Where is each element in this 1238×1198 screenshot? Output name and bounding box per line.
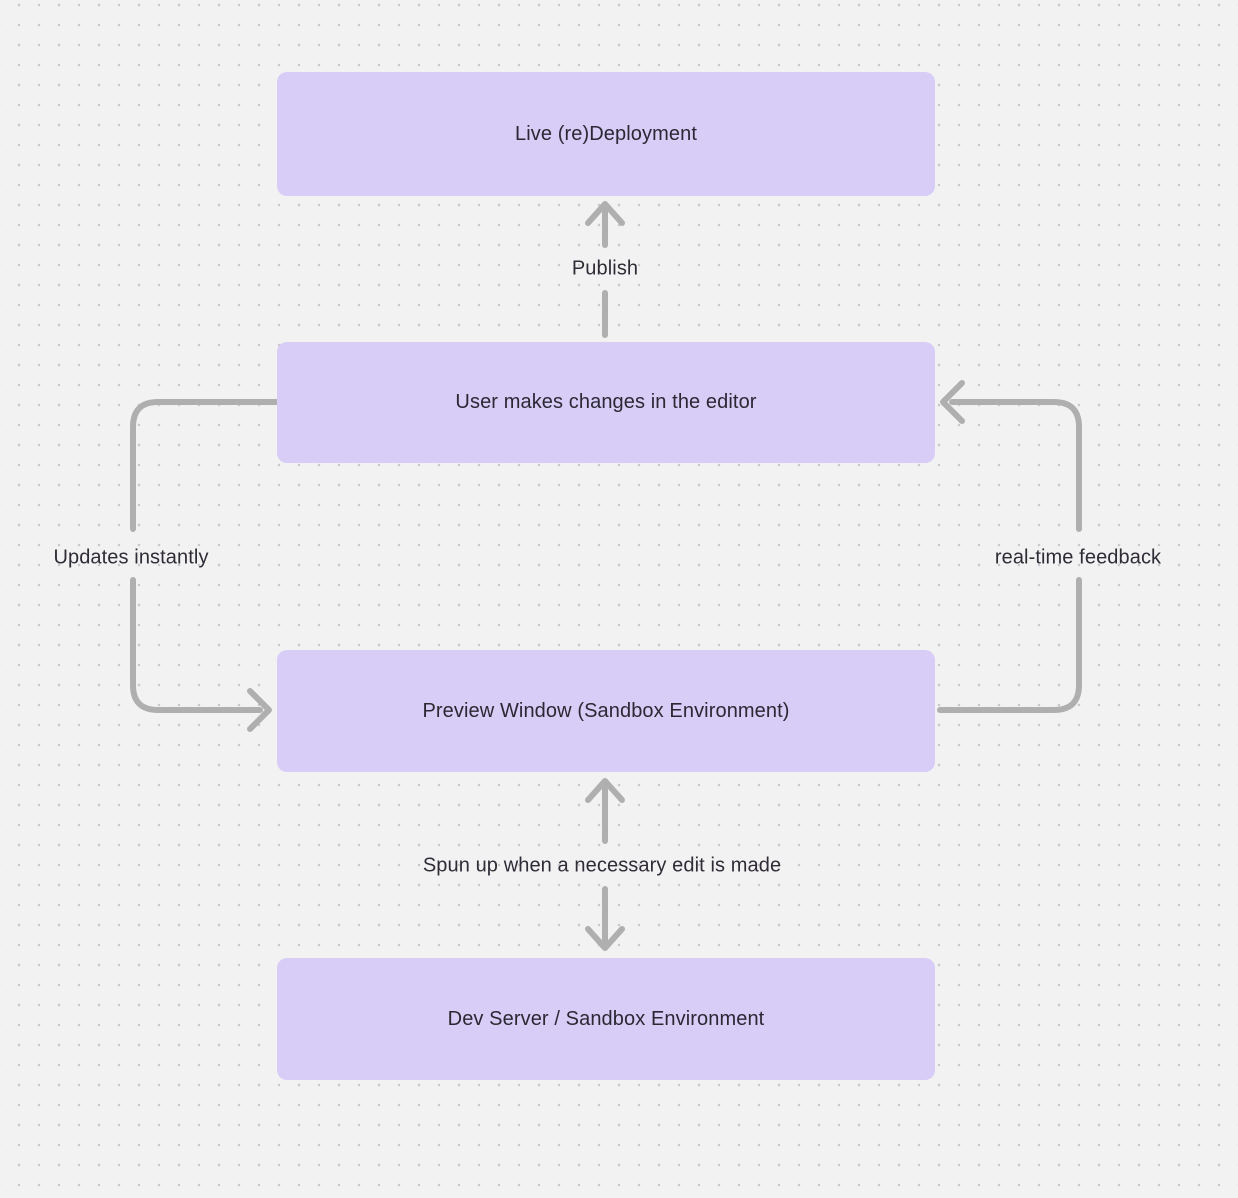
arrow-spun-up-upward [585, 778, 625, 844]
arrowhead-left-icon [940, 380, 965, 424]
node-dev-server: Dev Server / Sandbox Environment [277, 958, 935, 1080]
edge-label-spun-up: Spun up when a necessary edit is made [422, 854, 782, 877]
arrow-shaft [937, 577, 1082, 713]
edge-label-realtime-feedback: real-time feedback [994, 546, 1162, 569]
node-live-deployment: Live (re)Deployment [277, 72, 935, 196]
node-label: Dev Server / Sandbox Environment [447, 1007, 765, 1030]
edge-label-publish: Publish [571, 257, 639, 280]
arrow-shaft [949, 399, 1082, 532]
arrow-spun-up-downward [585, 886, 625, 951]
node-label: Preview Window (Sandbox Environment) [422, 699, 790, 722]
node-preview-window: Preview Window (Sandbox Environment) [277, 650, 935, 772]
arrow-shaft [130, 577, 263, 713]
edge-label-updates-instantly: Updates instantly [53, 546, 209, 569]
node-label: User makes changes in the editor [455, 391, 757, 413]
arrow-shaft [130, 399, 280, 532]
arrowhead-up-icon [585, 201, 625, 226]
arrowhead-up-icon [585, 778, 625, 803]
arrowhead-down-icon [585, 926, 625, 951]
arrowhead-right-icon [247, 688, 272, 732]
node-user-editor-changes: User makes changes in the editor [277, 342, 935, 463]
node-label: Live (re)Deployment [515, 122, 697, 145]
